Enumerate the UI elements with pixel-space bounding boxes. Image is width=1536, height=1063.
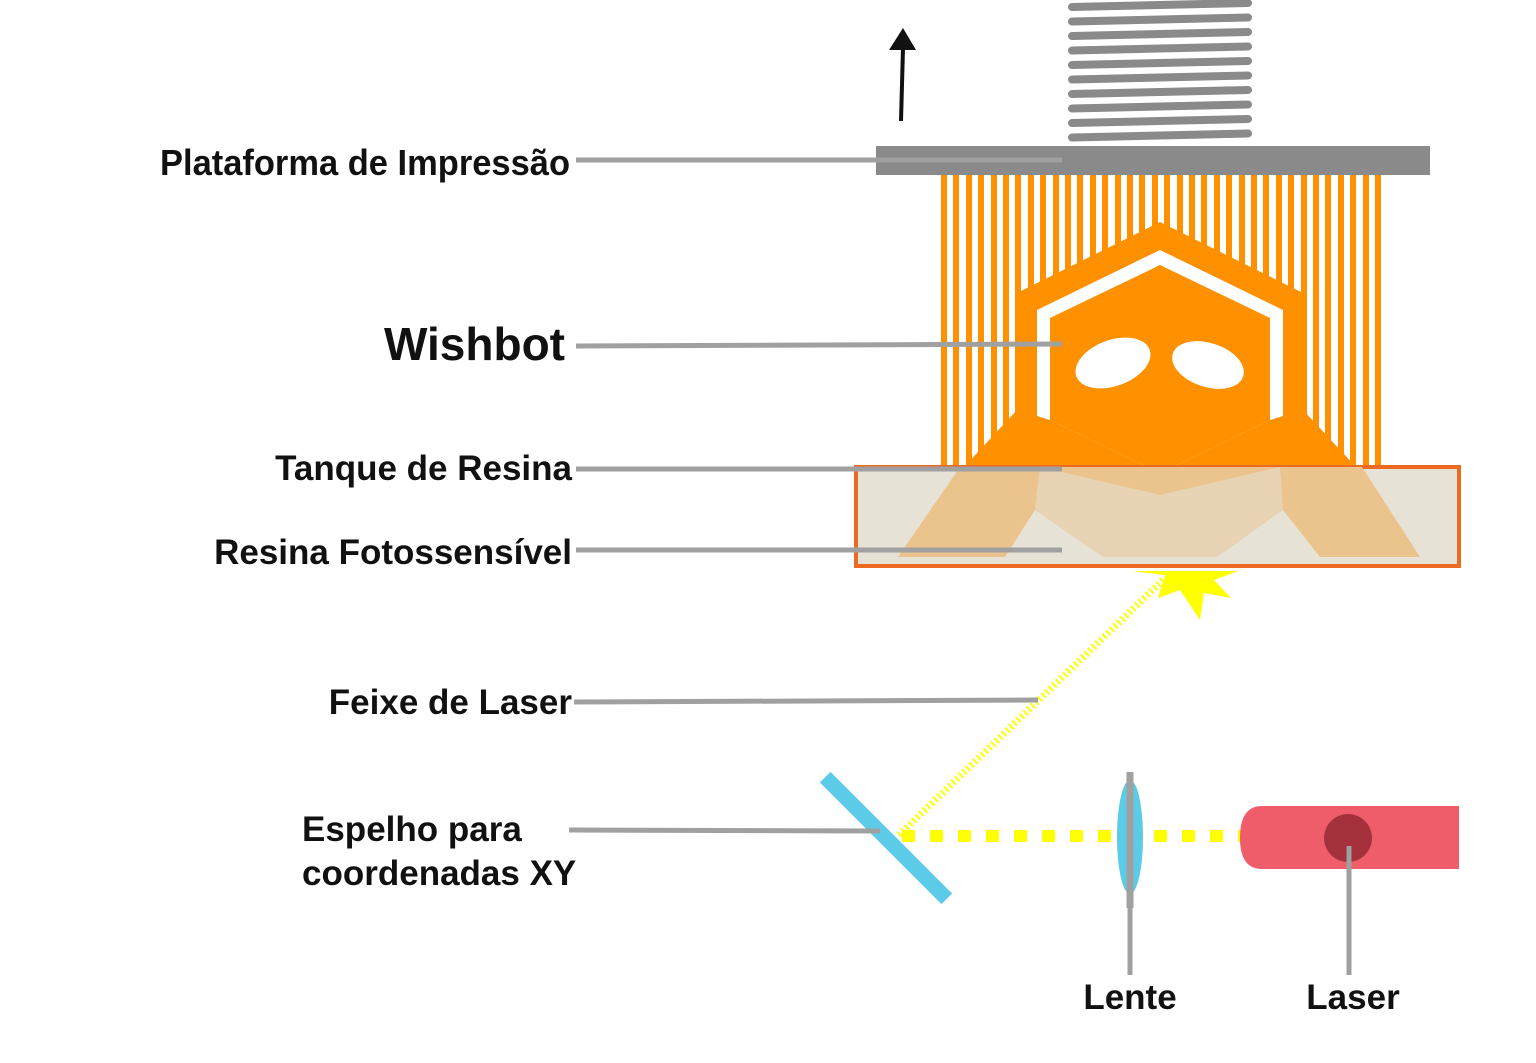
lead-screw <box>1068 0 1252 142</box>
leader-lines <box>568 157 1352 975</box>
label-laser: Laser <box>1306 978 1400 1017</box>
support-strand <box>991 175 997 467</box>
laser-aperture <box>1324 814 1372 862</box>
label-resin-tank: Tanque de Resina <box>275 449 572 488</box>
support-strand <box>1338 175 1344 467</box>
support-strand <box>953 175 959 467</box>
screw-thread <box>1068 13 1252 26</box>
support-strand <box>978 175 984 467</box>
light-flash-icon <box>1132 571 1238 620</box>
screw-thread <box>1068 42 1252 55</box>
up-arrow-icon <box>889 28 916 122</box>
support-strand <box>1325 175 1331 467</box>
label-photosensitive-resin: Resina Fotossensível <box>214 533 572 572</box>
support-strand <box>1313 175 1319 467</box>
support-strand <box>1003 175 1009 467</box>
support-strand <box>1301 175 1307 467</box>
label-laser-beam: Feixe de Laser <box>329 683 573 722</box>
screw-thread <box>1068 57 1252 69</box>
screw-thread <box>1068 129 1252 142</box>
screw-thread <box>1068 0 1252 11</box>
xy-mirror <box>819 771 953 905</box>
support-strand <box>1363 175 1369 467</box>
screw-thread <box>1068 100 1252 113</box>
screw-thread <box>1068 86 1252 98</box>
support-strand <box>1375 175 1381 467</box>
screw-thread <box>1068 115 1252 127</box>
support-strand <box>1350 175 1356 467</box>
label-build-platform: Plataforma de Impressão <box>160 142 570 183</box>
screw-thread <box>1068 28 1252 40</box>
label-lens: Lente <box>1083 978 1176 1017</box>
label-mirror-line2: coordenadas XY <box>302 854 576 893</box>
screw-thread <box>1068 71 1252 84</box>
laser-beam-diagonal <box>896 575 1168 838</box>
support-strand <box>941 175 947 467</box>
label-wishbot: Wishbot <box>384 318 565 370</box>
wishbot-robot-icon <box>965 222 1355 511</box>
wishbot-left-eye <box>1075 337 1151 389</box>
support-strand <box>966 175 972 467</box>
wishbot-right-eye <box>1172 341 1244 389</box>
label-mirror-line1: Espelho para <box>302 810 522 849</box>
